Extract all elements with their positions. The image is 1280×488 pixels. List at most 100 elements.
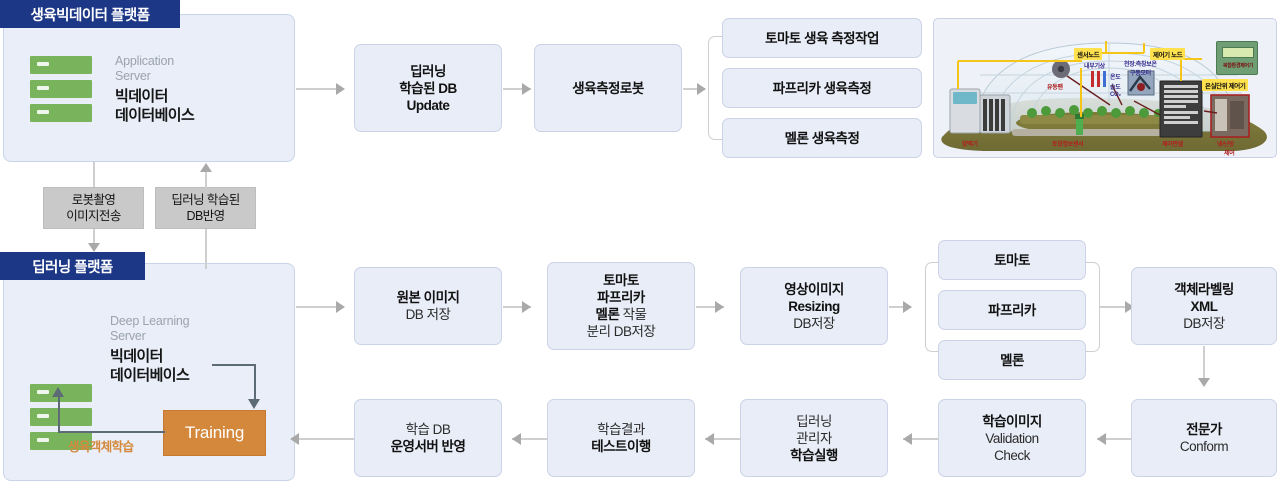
crops-bracket-right — [1086, 262, 1100, 352]
test-to-deploy-arrow — [512, 433, 521, 445]
bottom-server-title-line1: 빅데이터 — [110, 348, 163, 365]
tomato-growth-measure-task-box[interactable]: 토마토 생육 측정작업 — [722, 18, 922, 58]
paprika-growth-measure-box[interactable]: 파프리카 생육측정 — [722, 68, 922, 108]
train-to-test-line — [705, 438, 741, 440]
original-image-db-line1: 원본 이미지 — [396, 290, 460, 305]
deploy-to-platform-arrow — [290, 433, 299, 445]
robot-capture-label-line1: 로봇촬영 — [71, 192, 116, 207]
training-to-db-line-h — [58, 431, 165, 433]
db-to-training-line-v — [254, 364, 256, 400]
crop-split-db-box[interactable]: 토마토 파프리카 멜론 작물 분리 DB저장 — [547, 262, 695, 350]
crop-split-line3-bold: 멜론 — [595, 307, 620, 322]
split-to-resize-arrow — [715, 301, 724, 313]
crops-bracket-left — [925, 262, 939, 352]
deploy-line1: 학습 DB — [405, 422, 451, 437]
original-to-split-arrow — [522, 301, 531, 313]
bottom-server-subtitle-line1: Deep Learning — [110, 314, 190, 328]
image-resizing-line1: 영상이미지 — [784, 281, 844, 297]
cooling-heating-label-line1: 냉/난방 — [1217, 142, 1235, 148]
soil-sensor-label: 토양정보센서 — [1052, 142, 1084, 148]
growth-measure-robot-box[interactable]: 생육측정로봇 — [534, 44, 682, 132]
train-execution-line2: 관리자 — [796, 430, 832, 446]
growth-measure-robot-label: 생육측정로봇 — [572, 80, 644, 96]
trained-db-label-line1: 딥러닝 학습된 — [171, 192, 240, 207]
paprika-growth-measure-label: 파프리카 생육측정 — [772, 80, 872, 96]
validation-to-train-arrow — [903, 433, 912, 445]
crops-to-labeling-line — [1100, 306, 1134, 308]
original-image-db-line2: DB 저장 — [405, 307, 451, 322]
resize-to-crops-line — [889, 306, 911, 308]
cooling-heating-label-line2: 제어 — [1224, 151, 1235, 157]
crop-melon-box[interactable]: 멜론 — [938, 340, 1086, 380]
training-to-db-line-v — [58, 396, 60, 432]
update-to-robot-arrow — [522, 83, 531, 95]
robot-capture-line-top — [93, 162, 95, 187]
growth-bigdata-platform-title: 생육빅데이터 플랫폼 — [0, 0, 180, 28]
circulation-fan-label: 유동팬 — [1047, 85, 1063, 91]
deploy-to-operation-server-box[interactable]: 학습 DB 운영서버 반영 — [354, 399, 502, 477]
tomato-growth-measure-task-label: 토마토 생육 측정작업 — [765, 30, 879, 46]
environment-controller-device: 복합환경제어기 — [1216, 41, 1258, 75]
robot-capture-label-line2: 이미지전송 — [66, 209, 121, 223]
deeplearning-db-update-line2: 학습된 DB — [399, 80, 457, 96]
train-to-test-arrow — [705, 433, 714, 445]
train-execution-line1: 딥러닝 — [796, 413, 832, 429]
melon-growth-measure-box[interactable]: 멜론 생육측정 — [722, 118, 922, 158]
top-flow-entry-line — [296, 88, 336, 90]
melon-growth-measure-label: 멜론 생육측정 — [784, 130, 860, 146]
sensor-node-tag: 센서노드 — [1074, 48, 1103, 60]
deeplearning-db-update-box[interactable]: 딥러닝 학습된 DB Update — [354, 44, 502, 132]
temperature-label: 온도 — [1110, 75, 1121, 81]
expert-to-validation-line — [1097, 438, 1132, 440]
test-to-deploy-line — [512, 438, 548, 440]
top-server-subtitle-line2: Server — [115, 69, 151, 83]
crop-split-line4: 분리 DB저장 — [586, 324, 656, 339]
smart-greenhouse-figure: 센서노드 제어기 노드 온실단위 제어기 복합환경제어기 내부기상 온도 습도 … — [933, 18, 1277, 158]
labeling-to-expert-arrow — [1198, 378, 1210, 387]
labeling-to-expert-line — [1203, 346, 1205, 380]
expert-conform-line2: Conform — [1179, 439, 1229, 454]
top-server-subtitle-line1: Application — [115, 54, 174, 68]
train-execution-line3: 학습실행 — [790, 447, 838, 463]
training-block[interactable]: Training — [163, 410, 266, 456]
robot-capture-label: 로봇촬영 이미지전송 — [43, 187, 144, 229]
deploy-to-platform-line — [296, 438, 354, 440]
bottom-server-title-line2: 데이터베이스 — [110, 367, 190, 384]
trained-db-line-top — [205, 172, 207, 188]
expert-conform-box[interactable]: 전문가 Conform — [1131, 399, 1277, 477]
mid-flow-entry-arrow — [336, 301, 345, 313]
trained-db-arrow — [200, 163, 212, 172]
object-labeling-xml-box[interactable]: 객체라벨링 XML DB저장 — [1131, 267, 1277, 345]
train-execution-box[interactable]: 딥러닝 관리자 학습실행 — [740, 399, 888, 477]
humidity-label: 습도 — [1110, 85, 1121, 91]
crop-paprika-label: 파프리카 — [988, 302, 1036, 318]
top-branch-bracket — [708, 36, 722, 140]
co2-label: CO₂ — [1110, 92, 1121, 98]
crop-paprika-box[interactable]: 파프리카 — [938, 290, 1086, 330]
controller-node-tag: 제어기 노드 — [1150, 48, 1186, 60]
object-labeling-line1: 객체라벨링 — [1174, 281, 1234, 297]
trained-db-line-bottom — [205, 229, 207, 269]
top-flow-entry-arrow — [336, 83, 345, 95]
original-to-split-line — [503, 306, 531, 308]
test-result-line1: 학습결과 — [597, 422, 645, 437]
object-labeling-line2: XML — [1190, 298, 1219, 314]
crop-tomato-box[interactable]: 토마토 — [938, 240, 1086, 280]
test-result-box[interactable]: 학습결과 테스트이행 — [547, 399, 695, 477]
expert-conform-line1: 전문가 — [1186, 422, 1222, 437]
validation-check-box[interactable]: 학습이미지 Validation Check — [938, 399, 1086, 477]
crop-split-line3-normal: 작물 — [619, 307, 647, 322]
image-resizing-box[interactable]: 영상이미지 Resizing DB저장 — [740, 267, 888, 345]
nutrient-machine-label: 양액기 — [962, 142, 978, 148]
object-labeling-line3: DB저장 — [1183, 315, 1225, 331]
top-server-title-line1: 빅데이터 — [115, 88, 168, 105]
image-resizing-line3: DB저장 — [793, 315, 835, 331]
expert-to-validation-arrow — [1097, 433, 1106, 445]
split-to-resize-line — [696, 306, 724, 308]
crop-tomato-label: 토마토 — [994, 252, 1030, 268]
ceiling-motor-label-line2: 구동모터 — [1130, 71, 1151, 77]
original-image-db-box[interactable]: 원본 이미지 DB 저장 — [354, 267, 502, 345]
robot-capture-line-bottom — [93, 229, 95, 245]
trained-db-label: 딥러닝 학습된 DB반영 — [155, 187, 256, 229]
deeplearning-db-update-line1: 딥러닝 — [410, 63, 446, 79]
